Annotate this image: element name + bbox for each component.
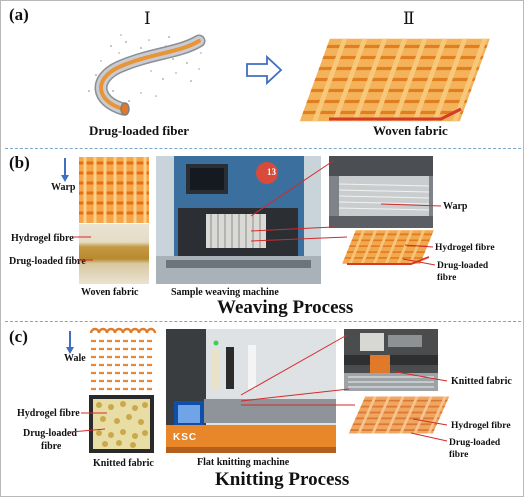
warp-label-left: Warp [51,182,76,193]
hydrogel-fibre-label-c-right: Hydrogel fibre [451,421,511,431]
drug-loaded-label-right-1: Drug-loaded [437,261,489,271]
drug-loaded-label-c-right-1: Drug-loaded [449,438,501,448]
drug-loaded-label-c-1: Drug-loaded [23,428,77,439]
knitting-closeup-photo [344,329,438,391]
knitted-fabric-label-right: Knitted fabric [451,376,512,387]
roman-numeral-two: Ⅱ [403,9,415,29]
hydrogel-fibre-label-c: Hydrogel fibre [17,408,80,419]
hydrogel-fibre-label: Hydrogel fibre [11,233,74,244]
woven-grid-swatch [79,157,149,223]
panel-b-label: (b) [9,153,30,172]
knitting-process-title: Knitting Process [215,469,350,490]
wale-label: Wale [64,353,86,364]
woven-fabric-photo [79,224,149,284]
weaving-process-title: Weaving Process [217,297,354,318]
machine-number: 13 [267,167,276,177]
roman-numeral-one: Ⅰ [144,9,151,29]
drug-loaded-fibre-label: Drug-loaded fibre [9,256,86,267]
warp-label-right: Warp [443,201,468,212]
warp-closeup-photo [329,156,433,228]
fiber-core [99,39,201,111]
machine-brand-label: KSC [173,432,198,443]
fiber-tube-body [96,36,204,114]
divider-bc [5,321,521,322]
drug-loaded-label-right-2: fibre [437,273,457,283]
weaving-machine-photo [156,156,321,284]
drug-loaded-label-c-2: fibre [41,441,62,452]
divider-ab [5,148,521,149]
panel-a-label: (a) [9,5,29,24]
woven-fabric-label: Woven fabric [81,287,139,298]
woven-fabric-caption: Woven fabric [373,123,448,138]
drug-loaded-fiber-caption: Drug-loaded fiber [89,123,190,138]
fiber-tube-outer [94,34,206,116]
weaving-machine-label: Sample weaving machine [171,287,279,298]
knitted-fabric-photo [89,395,154,453]
hydrogel-fibre-label-right: Hydrogel fibre [435,243,495,253]
drug-loaded-label-c-right-2: fibre [449,450,469,460]
drug-particles [88,34,202,102]
knitting-machine-label: Flat knitting machine [197,457,290,468]
knitted-fabric-label: Knitted fabric [93,458,154,469]
panel-c-label: (c) [9,327,28,346]
